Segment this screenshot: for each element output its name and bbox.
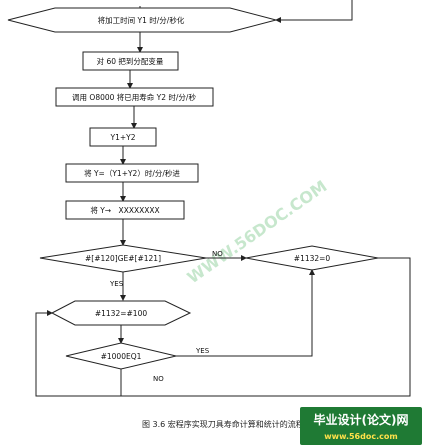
convert-time-text: 将加工时间 Y1 时/分/秒化 [98, 15, 185, 25]
process-set-1132-100 [50, 300, 192, 326]
badge-title: 毕业设计(论文)网 [314, 412, 409, 427]
process-convert-y [65, 163, 199, 183]
flow-line-yes-right [176, 269, 315, 357]
set-1132-zero-text: #1132=0 [294, 254, 331, 263]
yes-label-right: YES [195, 347, 210, 355]
no-label-down: NO [153, 375, 164, 383]
badge-url: www.56doc.com [324, 432, 397, 441]
watermark: WWW.56DOC.COM [184, 177, 331, 288]
watermark-badge: 毕业设计(论文)网 www.56doc.com [300, 407, 422, 445]
decision-ge-text: #[#120]GE#[#121] [85, 254, 161, 263]
call-o8000-text: 调用 O8000 将已用寿命 Y2 时/分/秒 [72, 92, 196, 102]
set-1132-100-text: #1132=#100 [95, 309, 147, 318]
loop-line-left [35, 310, 122, 397]
convert-y-text: 将 Y=（Y1+Y2）时/分/秒进 [84, 168, 180, 178]
yes-label-down: YES [109, 280, 124, 288]
sum-text: Y1+Y2 [110, 133, 136, 142]
figure-caption: 图 3.6 宏程序实现刀具寿命计算和统计的流程图 [142, 419, 312, 429]
decision-eq-text: #1000EQ1 [101, 352, 142, 361]
loop-line-right [121, 257, 411, 397]
no-label-right: NO [212, 250, 223, 258]
decision-convert-time [7, 7, 278, 33]
loop-line-top [275, 0, 353, 23]
assign-var-text: 对 60 把到分配变量 [97, 56, 164, 66]
assign-y-text: 将 Y→ XXXXXXXX [90, 205, 159, 215]
process-assign-y [65, 200, 185, 220]
